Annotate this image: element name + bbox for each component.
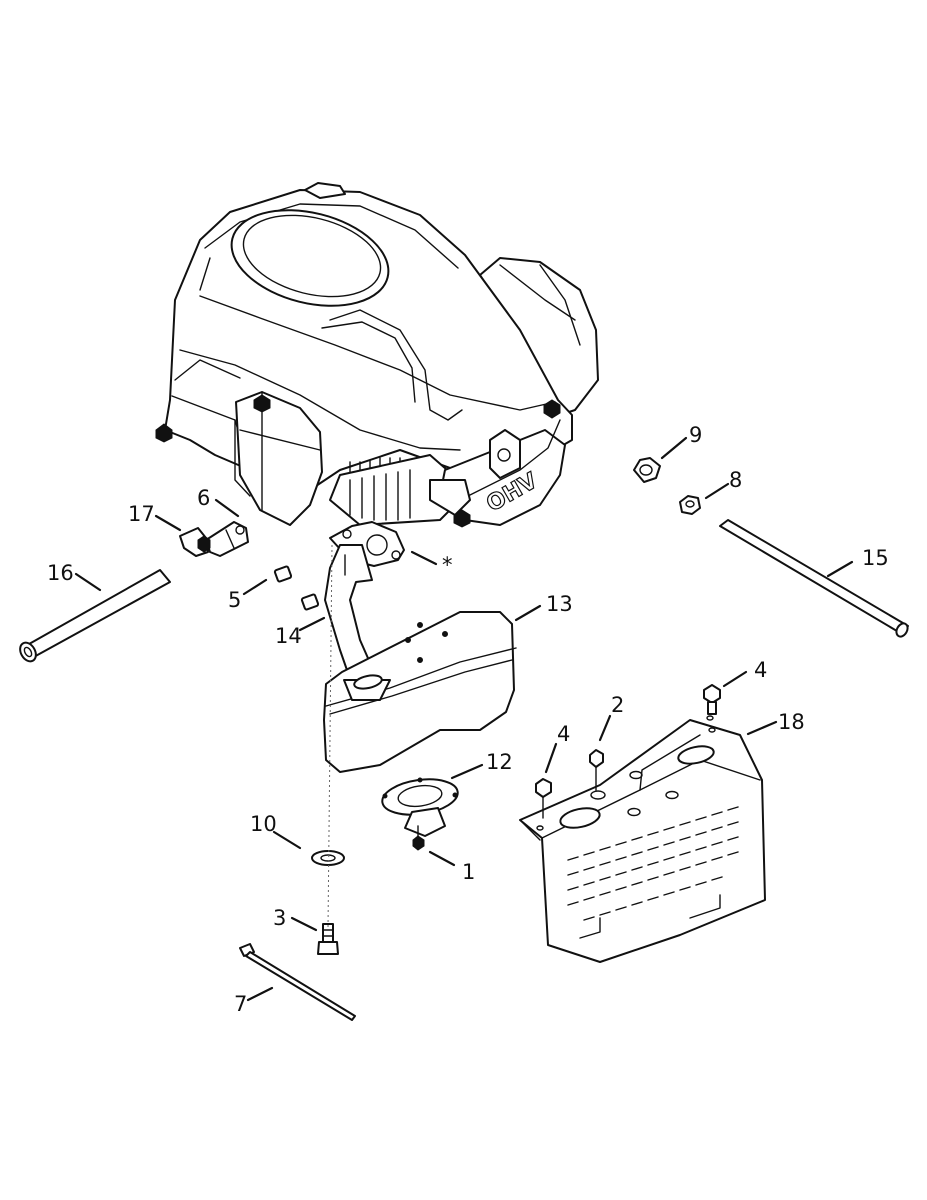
callout-asterisk: * bbox=[442, 553, 453, 577]
muffler-bracket bbox=[381, 777, 459, 837]
callout-labels: 1 2 3 4 4 5 6 7 8 9 10 12 13 14 15 16 17… bbox=[47, 423, 889, 1016]
leader-lines bbox=[74, 436, 854, 1002]
callout-2: 2 bbox=[611, 693, 624, 717]
callout-17: 17 bbox=[128, 502, 155, 526]
hose-clamp-part-17 bbox=[179, 527, 211, 557]
bolt-part-4-left bbox=[535, 778, 552, 819]
washer-part-10 bbox=[311, 850, 345, 866]
bolt-part-3 bbox=[317, 923, 339, 955]
bolt-part-4-right bbox=[703, 684, 721, 715]
engine: OHV bbox=[155, 182, 599, 528]
nut-part-8 bbox=[679, 495, 701, 515]
callout-15: 15 bbox=[862, 546, 889, 570]
callout-1: 1 bbox=[462, 860, 475, 884]
fuel-fitting bbox=[205, 521, 249, 557]
muffler bbox=[323, 611, 517, 773]
callout-9: 9 bbox=[689, 423, 702, 447]
callout-10: 10 bbox=[250, 812, 277, 836]
callout-4-left: 4 bbox=[557, 722, 570, 746]
callout-16: 16 bbox=[47, 561, 74, 585]
screws-part-5 bbox=[273, 565, 320, 611]
bolt-part-2 bbox=[589, 749, 604, 791]
callout-18: 18 bbox=[778, 710, 805, 734]
clamp-part-9 bbox=[633, 457, 661, 483]
screw-part-1 bbox=[412, 825, 425, 851]
heat-shield bbox=[519, 715, 766, 963]
callout-13: 13 bbox=[546, 592, 573, 616]
fuel-hose-right bbox=[719, 519, 909, 638]
callout-8: 8 bbox=[729, 468, 742, 492]
callout-7: 7 bbox=[234, 992, 247, 1016]
heat-shield-vents bbox=[567, 806, 739, 939]
callout-14: 14 bbox=[275, 624, 302, 648]
callout-12: 12 bbox=[486, 750, 513, 774]
cable-tie bbox=[239, 943, 356, 1021]
callout-3: 3 bbox=[273, 906, 286, 930]
callout-5: 5 bbox=[228, 588, 241, 612]
alignment-line bbox=[327, 544, 333, 929]
fuel-hose-left bbox=[19, 569, 171, 663]
callout-4-right: 4 bbox=[754, 658, 767, 682]
callout-6: 6 bbox=[197, 486, 210, 510]
